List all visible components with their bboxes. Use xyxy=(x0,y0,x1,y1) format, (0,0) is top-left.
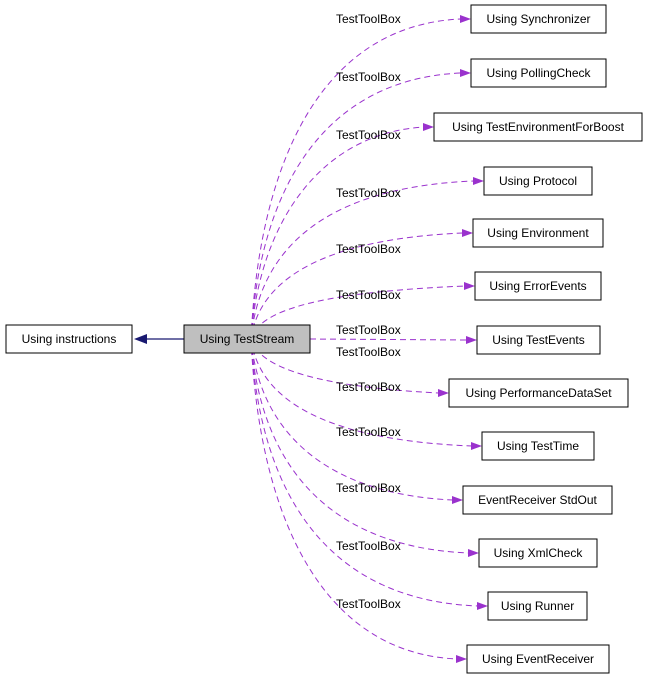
dependency-arrowhead xyxy=(460,69,471,77)
dependency-arrowhead xyxy=(438,389,449,397)
edge-label: TestToolBox xyxy=(336,242,401,256)
edge-label: TestToolBox xyxy=(336,539,401,553)
target-node-box xyxy=(470,58,607,88)
target-node-box xyxy=(481,431,595,461)
target-node-label: Using TestTime xyxy=(497,439,579,453)
parent-node-box xyxy=(5,324,133,354)
dependency-arrowhead xyxy=(471,442,482,450)
edge-label: TestToolBox xyxy=(336,425,401,439)
dependency-edge-using-runner xyxy=(250,338,479,607)
target-node-using-pollingcheck[interactable]: Using PollingCheck xyxy=(470,58,607,88)
center-node-box xyxy=(183,324,311,354)
parent-node[interactable]: Using instructions xyxy=(5,324,133,354)
target-node-label: EventReceiver StdOut xyxy=(478,493,597,507)
target-node-box xyxy=(478,538,598,568)
parent-node-label: Using instructions xyxy=(22,332,117,346)
target-node-box xyxy=(474,271,602,301)
dependency-edge-using-eventreceiver xyxy=(250,338,458,660)
target-node-label: Using TestEnvironmentForBoost xyxy=(452,120,625,134)
target-node-using-testtime[interactable]: Using TestTime xyxy=(481,431,595,461)
dependency-edge-using-pollingcheck xyxy=(250,72,462,340)
dependency-edge-using-testenvironmentforboost xyxy=(250,126,425,340)
dependency-arrowhead xyxy=(468,549,479,557)
dependency-edge-using-synchronizer xyxy=(250,18,462,340)
center-node-label: Using TestStream xyxy=(200,332,294,346)
edge-label: TestToolBox xyxy=(336,597,401,611)
dependency-arrowhead xyxy=(466,336,477,344)
target-node-label: Using EventReceiver xyxy=(482,652,594,666)
edge-label: TestToolBox xyxy=(336,288,401,302)
edge-layer xyxy=(250,15,488,663)
target-node-using-synchronizer[interactable]: Using Synchronizer xyxy=(470,4,607,34)
target-node-using-protocol[interactable]: Using Protocol xyxy=(483,166,593,196)
target-node-using-errorevents[interactable]: Using ErrorEvents xyxy=(474,271,602,301)
target-node-label: Using ErrorEvents xyxy=(489,279,586,293)
target-node-using-performancedataset[interactable]: Using PerformanceDataSet xyxy=(448,378,629,408)
edge-label: TestToolBox xyxy=(336,481,401,495)
dependency-arrowhead xyxy=(473,177,484,185)
dependency-edge-using-xmlcheck xyxy=(250,338,470,554)
dependency-arrowhead xyxy=(462,229,473,237)
target-node-box xyxy=(433,112,643,142)
target-node-label: Using XmlCheck xyxy=(494,546,584,560)
dependency-arrowhead xyxy=(456,655,467,663)
edge-label: TestToolBox xyxy=(336,323,401,337)
target-node-label: Using Environment xyxy=(487,226,589,240)
dependency-arrowhead xyxy=(423,123,434,131)
target-node-box xyxy=(472,218,604,248)
target-node-label: Using Runner xyxy=(501,599,574,613)
dependency-arrowhead xyxy=(460,15,471,23)
dependency-edge-eventreceiver-stdout xyxy=(250,338,454,501)
target-node-box xyxy=(483,166,593,196)
dependency-edge-using-testevents xyxy=(309,338,468,341)
target-node-box xyxy=(448,378,629,408)
target-node-using-environment[interactable]: Using Environment xyxy=(472,218,604,248)
target-node-label: Using TestEvents xyxy=(492,333,585,347)
target-node-box xyxy=(476,325,601,355)
edge-label: TestToolBox xyxy=(336,70,401,84)
target-node-using-testenvironmentforboost[interactable]: Using TestEnvironmentForBoost xyxy=(433,112,643,142)
target-node-eventreceiver-stdout[interactable]: EventReceiver StdOut xyxy=(462,485,613,515)
edge-label: TestToolBox xyxy=(336,128,401,142)
target-node-using-xmlcheck[interactable]: Using XmlCheck xyxy=(478,538,598,568)
edge-label: TestToolBox xyxy=(336,12,401,26)
dependency-arrowhead xyxy=(477,602,488,610)
target-node-box xyxy=(470,4,607,34)
edge-label: TestToolBox xyxy=(336,345,401,359)
target-node-box xyxy=(466,644,610,674)
edge-label: TestToolBox xyxy=(336,186,401,200)
target-node-box xyxy=(487,591,588,621)
target-node-label: Using Synchronizer xyxy=(486,12,590,26)
target-node-using-runner[interactable]: Using Runner xyxy=(487,591,588,621)
center-node[interactable]: Using TestStream xyxy=(183,324,311,354)
edge-label: TestToolBox xyxy=(336,380,401,394)
target-node-using-testevents[interactable]: Using TestEvents xyxy=(476,325,601,355)
target-node-label: Using PerformanceDataSet xyxy=(465,386,612,400)
inheritance-edge xyxy=(134,334,184,344)
dependency-edge-using-protocol xyxy=(250,180,475,340)
edge-label-layer: TestToolBoxTestToolBoxTestToolBoxTestToo… xyxy=(336,12,401,611)
dependency-arrowhead xyxy=(464,282,475,290)
inheritance-arrowhead xyxy=(134,334,147,344)
dependency-edge-using-environment xyxy=(250,232,464,340)
dependency-edge-using-testtime xyxy=(250,338,473,447)
dependency-arrowhead xyxy=(452,496,463,504)
target-node-box xyxy=(462,485,613,515)
target-node-label: Using Protocol xyxy=(499,174,577,188)
target-node-using-eventreceiver[interactable]: Using EventReceiver xyxy=(466,644,610,674)
target-node-label: Using PollingCheck xyxy=(486,66,591,80)
